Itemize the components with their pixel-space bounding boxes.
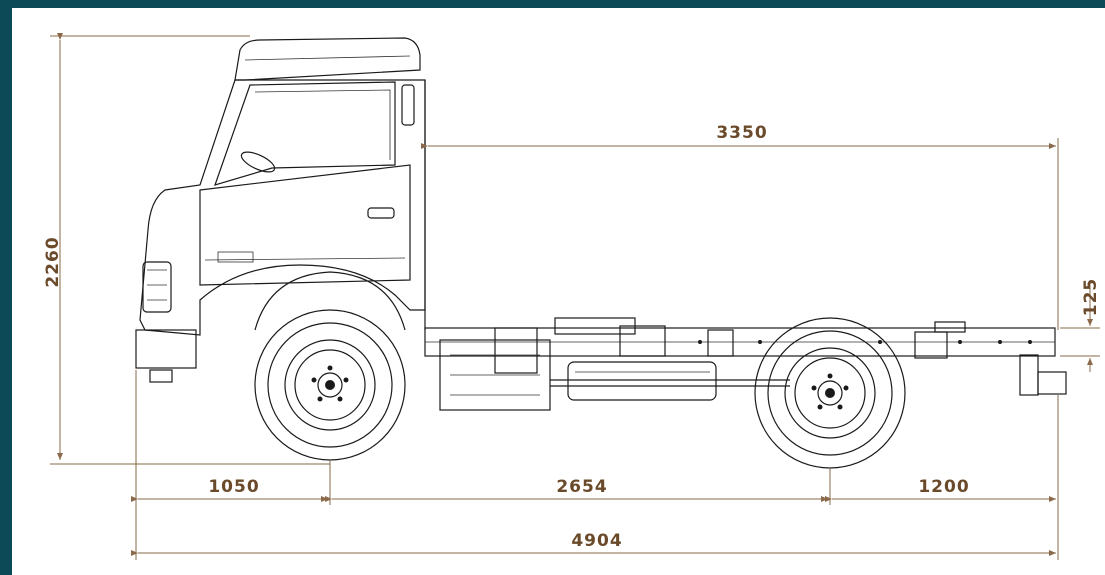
dim-wheelbase: 2654 [556, 477, 607, 497]
drawing-canvas [12, 8, 1105, 575]
dim-front-overhang: 1050 [208, 477, 259, 497]
front-wheel [254, 309, 406, 461]
dim-overall-height: 2260 [43, 236, 63, 287]
dimension-lines [50, 33, 1100, 560]
dim-cab-to-end: 3350 [716, 123, 767, 143]
dim-overall-length: 4904 [571, 531, 622, 551]
rear-wheel [754, 317, 906, 469]
dim-frame-height: 125 [1081, 278, 1101, 317]
dim-rear-overhang: 1200 [918, 477, 969, 497]
truck-side-view [135, 37, 1067, 411]
